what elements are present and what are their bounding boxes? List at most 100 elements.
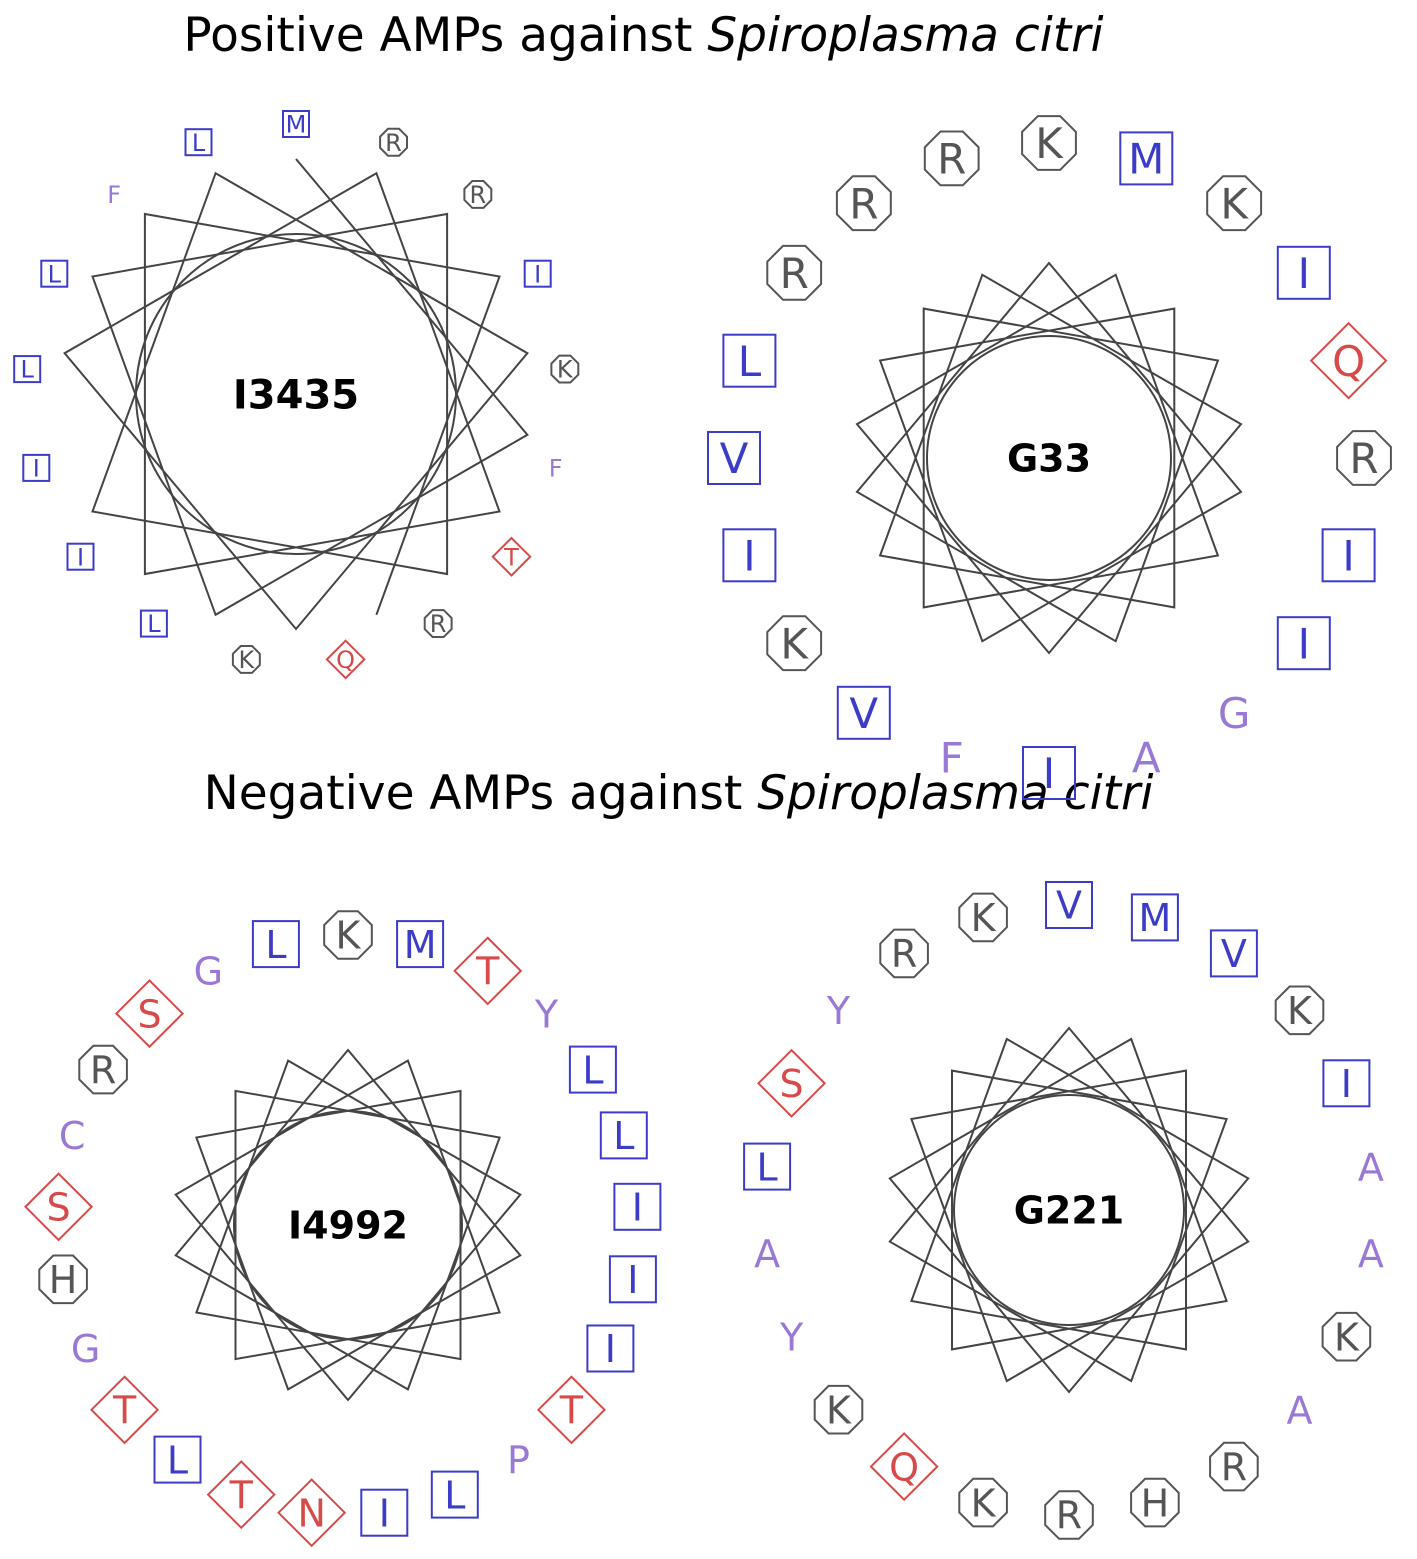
- negative-heading-prefix: Negative AMPs against: [203, 766, 758, 821]
- residue-letter: F: [940, 734, 964, 783]
- residue-letter: T: [503, 543, 519, 571]
- residue-letter: K: [239, 646, 256, 674]
- residue-letter: I: [627, 1258, 638, 1302]
- residue-letter: R: [1056, 1494, 1082, 1538]
- wheel-label: I4992: [288, 1204, 408, 1248]
- residue-letter: L: [582, 1048, 603, 1092]
- residue-k-charged: K: [1021, 115, 1077, 171]
- residue-octagon-shape: [766, 615, 823, 672]
- residue-letter: G: [71, 1327, 100, 1371]
- residue-v-hydrophobic: V: [1045, 881, 1093, 929]
- residue-g-other: G: [1218, 689, 1251, 738]
- residue-diamond-shape: [24, 1172, 94, 1242]
- positive-heading-species: Spiroplasma citri: [707, 8, 1104, 63]
- residue-letter: I: [1298, 249, 1310, 298]
- residue-letter: I: [33, 455, 40, 483]
- positive-heading: Positive AMPs against Spiroplasma citri: [0, 8, 1352, 63]
- residue-letter: G: [1218, 689, 1251, 738]
- residue-m-hydrophobic: M: [396, 920, 445, 969]
- residue-k-charged: K: [813, 1384, 864, 1435]
- residue-i-hydrophobic: I: [613, 1182, 662, 1231]
- residue-letter: V: [1056, 884, 1082, 928]
- residue-letter: Q: [1332, 337, 1365, 386]
- residue-letter: R: [780, 249, 809, 298]
- residue-letter: A: [1287, 1388, 1313, 1432]
- wheel-label: G33: [1007, 437, 1091, 481]
- residue-diamond-shape: [869, 1432, 939, 1502]
- residue-letter: K: [1287, 989, 1313, 1033]
- residue-f-other: F: [107, 181, 121, 209]
- residue-t-polar: T: [536, 1375, 606, 1445]
- residue-a-other: A: [1132, 734, 1161, 783]
- residue-letter: L: [167, 1438, 188, 1482]
- residue-k-charged: K: [1274, 985, 1325, 1036]
- residue-g-other: G: [71, 1327, 100, 1371]
- residue-square-shape: [396, 920, 445, 969]
- residue-octagon-shape: [231, 645, 261, 674]
- residue-r-charged: R: [923, 130, 980, 187]
- residue-square-shape: [1130, 893, 1179, 942]
- residue-letter: L: [757, 1145, 778, 1189]
- residue-letter: K: [826, 1388, 852, 1432]
- residue-square-shape: [743, 1142, 792, 1191]
- residue-l-hydrophobic: L: [251, 920, 300, 969]
- residue-l-hydrophobic: L: [568, 1045, 617, 1094]
- residue-i-hydrophobic: I: [66, 542, 95, 571]
- residue-letter: T: [559, 1389, 584, 1433]
- residue-square-shape: [836, 685, 891, 740]
- residue-letter: A: [1358, 1232, 1384, 1276]
- residue-square-shape: [722, 528, 777, 583]
- residue-letter: R: [385, 129, 402, 157]
- residue-diamond-shape: [277, 1478, 347, 1548]
- residue-letter: I: [1341, 1062, 1352, 1106]
- residue-letter: S: [780, 1062, 804, 1106]
- residue-letter: V: [1221, 932, 1247, 976]
- residue-letter: L: [265, 923, 286, 967]
- residue-letter: A: [754, 1232, 780, 1276]
- residue-r-charged: R: [1044, 1490, 1094, 1540]
- residue-letter: H: [49, 1258, 78, 1302]
- residue-letter: K: [971, 1481, 997, 1525]
- residue-r-charged: R: [1209, 1441, 1259, 1492]
- wheel-helix-path: [63, 158, 529, 631]
- residue-s-polar: S: [24, 1172, 94, 1242]
- residue-octagon-shape: [958, 1477, 1008, 1528]
- residue-square-shape: [1321, 528, 1376, 583]
- residue-q-polar: Q: [1309, 321, 1388, 400]
- residue-square-shape: [1209, 929, 1258, 978]
- residue-letter: I: [534, 260, 541, 288]
- residue-letter: P: [507, 1438, 530, 1482]
- residue-letter: I: [77, 543, 84, 571]
- residue-octagon-shape: [1336, 430, 1392, 486]
- residue-k-charged: K: [958, 1477, 1008, 1528]
- residue-y-other: Y: [534, 992, 559, 1036]
- residue-y-other: Y: [826, 989, 851, 1033]
- residue-letter: K: [336, 914, 362, 958]
- residue-l-hydrophobic: L: [153, 1435, 202, 1484]
- residue-i-hydrophobic: I: [523, 259, 552, 288]
- residue-octagon-shape: [879, 928, 929, 979]
- residue-letter: F: [107, 181, 121, 209]
- residue-i-hydrophobic: I: [608, 1255, 657, 1304]
- residue-letter: N: [297, 1491, 325, 1535]
- residue-letter: I: [605, 1327, 616, 1371]
- wheel-helix-path: [888, 1026, 1250, 1394]
- residue-diamond-shape: [536, 1375, 606, 1445]
- residue-letter: I: [743, 532, 755, 581]
- residue-square-shape: [1119, 131, 1174, 186]
- residue-k-charged: K: [323, 910, 373, 960]
- residue-letter: R: [1349, 434, 1378, 483]
- residue-i-hydrophobic: I: [722, 528, 777, 583]
- residue-letter: A: [1132, 734, 1161, 783]
- residue-i-hydrophobic: I: [22, 453, 51, 483]
- residue-i-hydrophobic: I: [1276, 616, 1331, 671]
- residue-i-hydrophobic: I: [1276, 245, 1331, 300]
- residue-m-hydrophobic: M: [1119, 131, 1174, 186]
- residue-octagon-shape: [1206, 175, 1263, 232]
- residue-s-polar: S: [757, 1048, 827, 1118]
- residue-octagon-shape: [423, 609, 453, 638]
- residue-n-polar: N: [277, 1478, 347, 1548]
